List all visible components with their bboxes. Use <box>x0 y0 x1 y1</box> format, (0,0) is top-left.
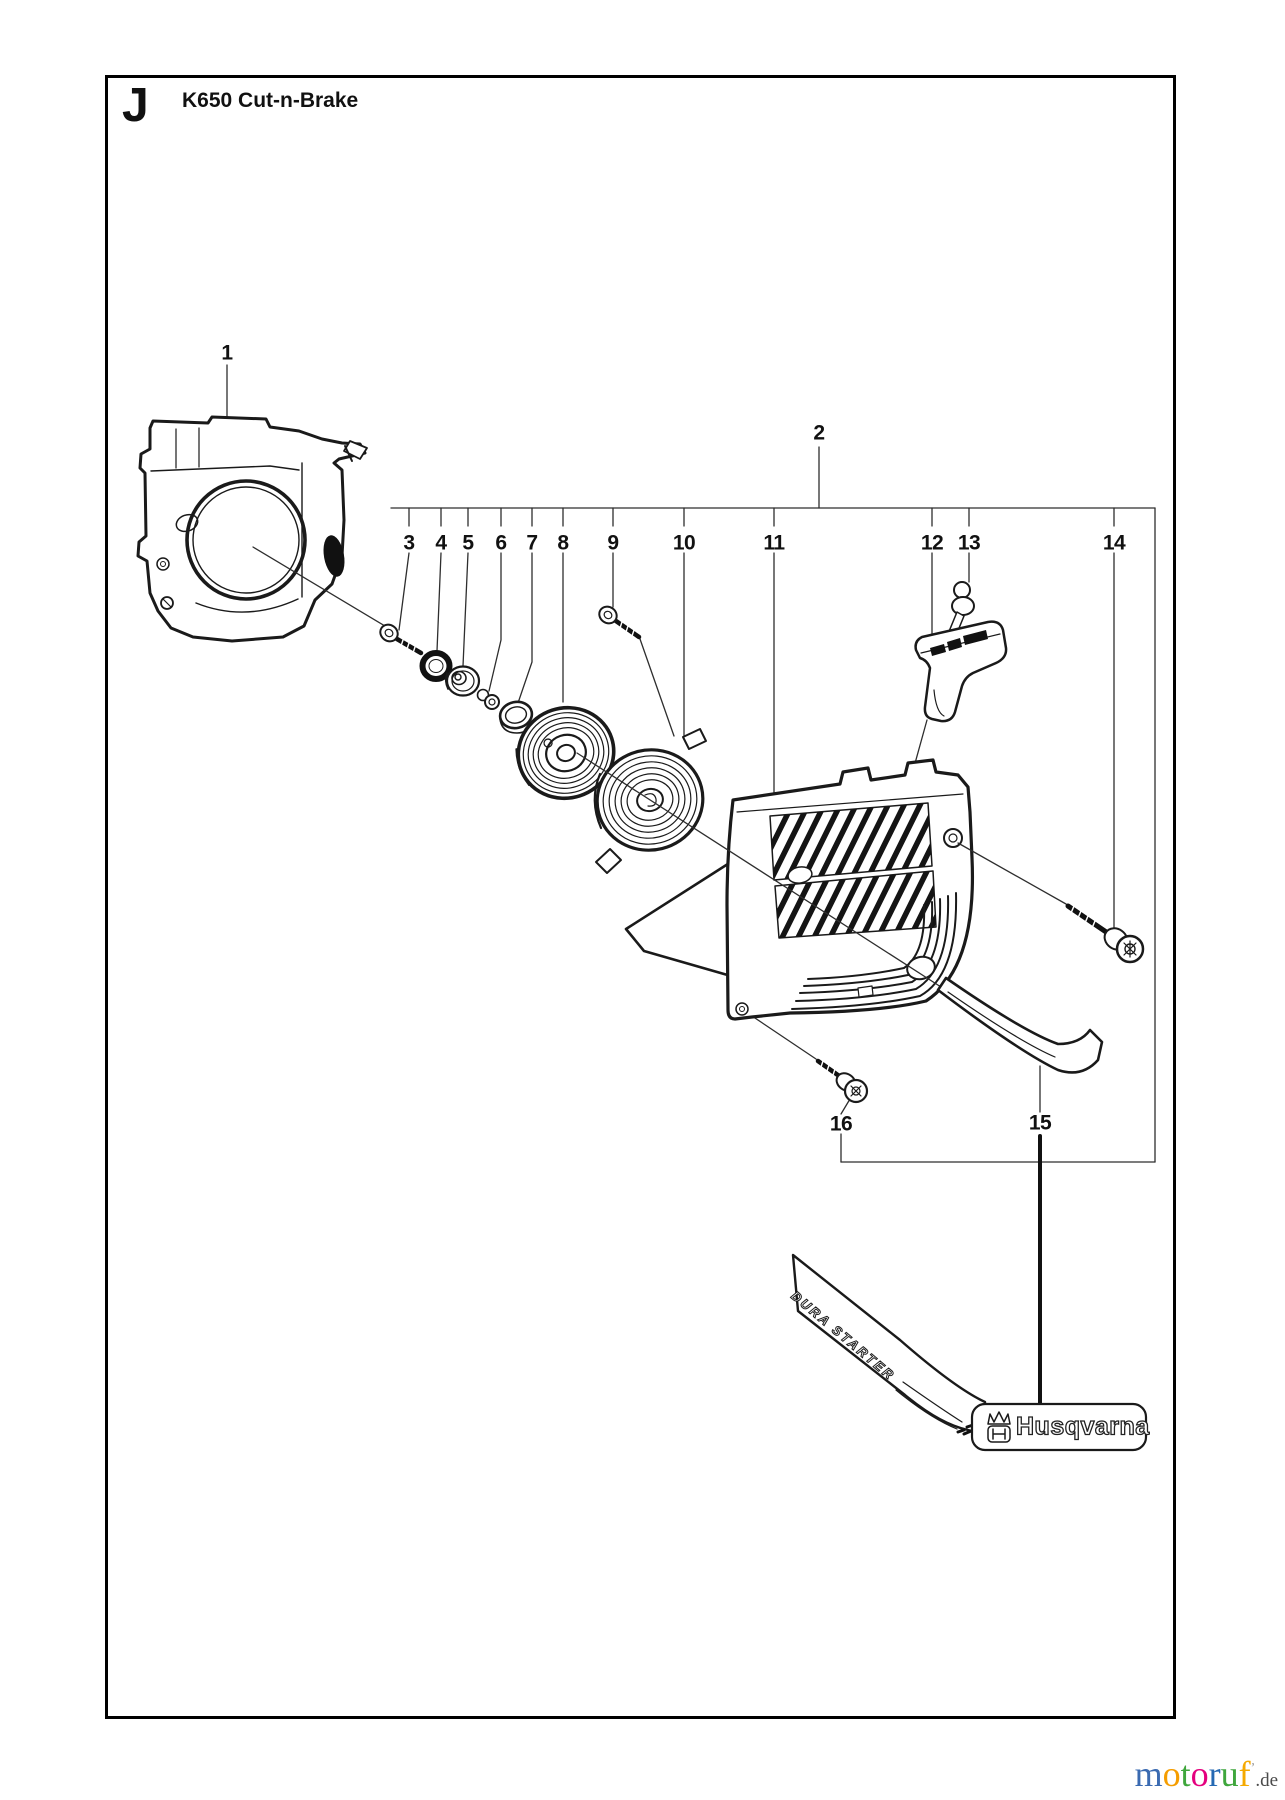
husqvarna-logo-plate <box>970 1402 1148 1452</box>
section-letter: J <box>122 79 149 132</box>
part-6-washer-nut <box>476 688 500 710</box>
part-4-o-ring <box>419 650 453 682</box>
husqvarna-decal <box>791 1253 1148 1452</box>
part-15-decal-strip <box>936 976 1104 1074</box>
page-border-frame <box>105 75 1176 1719</box>
motoruf-watermark: motoruf’.de <box>1135 1756 1278 1792</box>
leader-lines <box>226 364 1115 1163</box>
leader-boss-to-screw14 <box>957 842 1067 905</box>
leader-pulley-to-decal-strip <box>576 752 942 988</box>
leader-cover-to-screw3 <box>252 546 396 633</box>
part-9-screw <box>598 605 642 640</box>
part-14-screw <box>1065 903 1145 964</box>
watermark-suffix: .de <box>1255 1770 1278 1791</box>
part-16-screw <box>815 1058 869 1104</box>
watermark-letter: u <box>1220 1754 1239 1794</box>
decal-brand-text: Husqvarna <box>1015 1412 1150 1441</box>
part-3-screw <box>379 623 424 656</box>
housing-screw-boss <box>943 828 963 848</box>
watermark-letter: f <box>1238 1754 1251 1794</box>
page-title: K650 Cut-n-Brake <box>182 89 359 112</box>
housing-foot-flap <box>624 860 733 978</box>
part-7-bushing <box>498 700 534 734</box>
part-1-starter-cover <box>136 415 368 643</box>
watermark-letter: r <box>1208 1754 1221 1794</box>
rope-exit-hole <box>906 955 936 981</box>
husqvarna-crown-icon <box>987 1411 1011 1443</box>
watermark-mark: ’ <box>1250 1761 1256 1776</box>
part-8-rope-pulley <box>515 705 616 801</box>
watermark-letter: o <box>1190 1754 1209 1794</box>
part-12-starter-handle <box>914 620 1008 723</box>
part-5-hub <box>444 665 481 697</box>
part-11-starter-housing <box>624 758 975 1021</box>
watermark-letter: t <box>1180 1754 1191 1794</box>
callout-bracket-group-2 <box>390 446 1156 1163</box>
watermark-letter: o <box>1162 1754 1181 1794</box>
watermark-letter: m <box>1134 1754 1163 1794</box>
